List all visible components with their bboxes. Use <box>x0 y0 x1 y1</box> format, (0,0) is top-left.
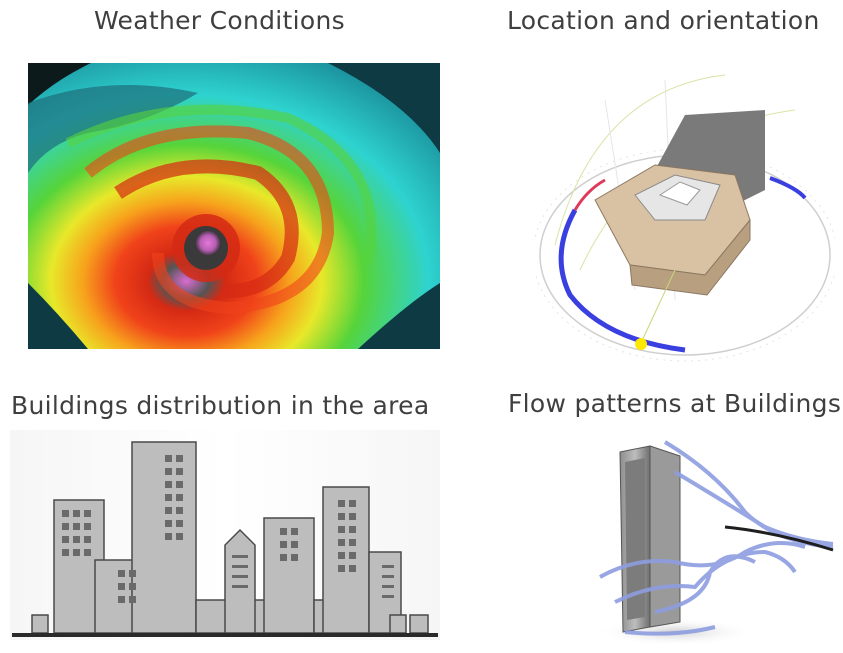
sun-position-marker <box>635 338 647 350</box>
weather-conditions-title: Weather Conditions <box>94 6 345 35</box>
location-orientation-title: Location and orientation <box>507 6 820 35</box>
flow-patterns-title: Flow patterns at Buildings <box>508 389 842 418</box>
sun-path-diagram <box>535 74 835 362</box>
hurricane-satellite-image <box>28 63 440 349</box>
building-flow-visualization <box>595 432 837 647</box>
hurricane-graphic <box>28 63 440 349</box>
city-skyline-illustration <box>10 430 440 640</box>
sun-path-site-model <box>535 70 835 362</box>
buildings-distribution-title: Buildings distribution in the area <box>11 391 430 420</box>
skyline-graphic <box>10 430 440 640</box>
flow-graphic <box>595 440 834 646</box>
